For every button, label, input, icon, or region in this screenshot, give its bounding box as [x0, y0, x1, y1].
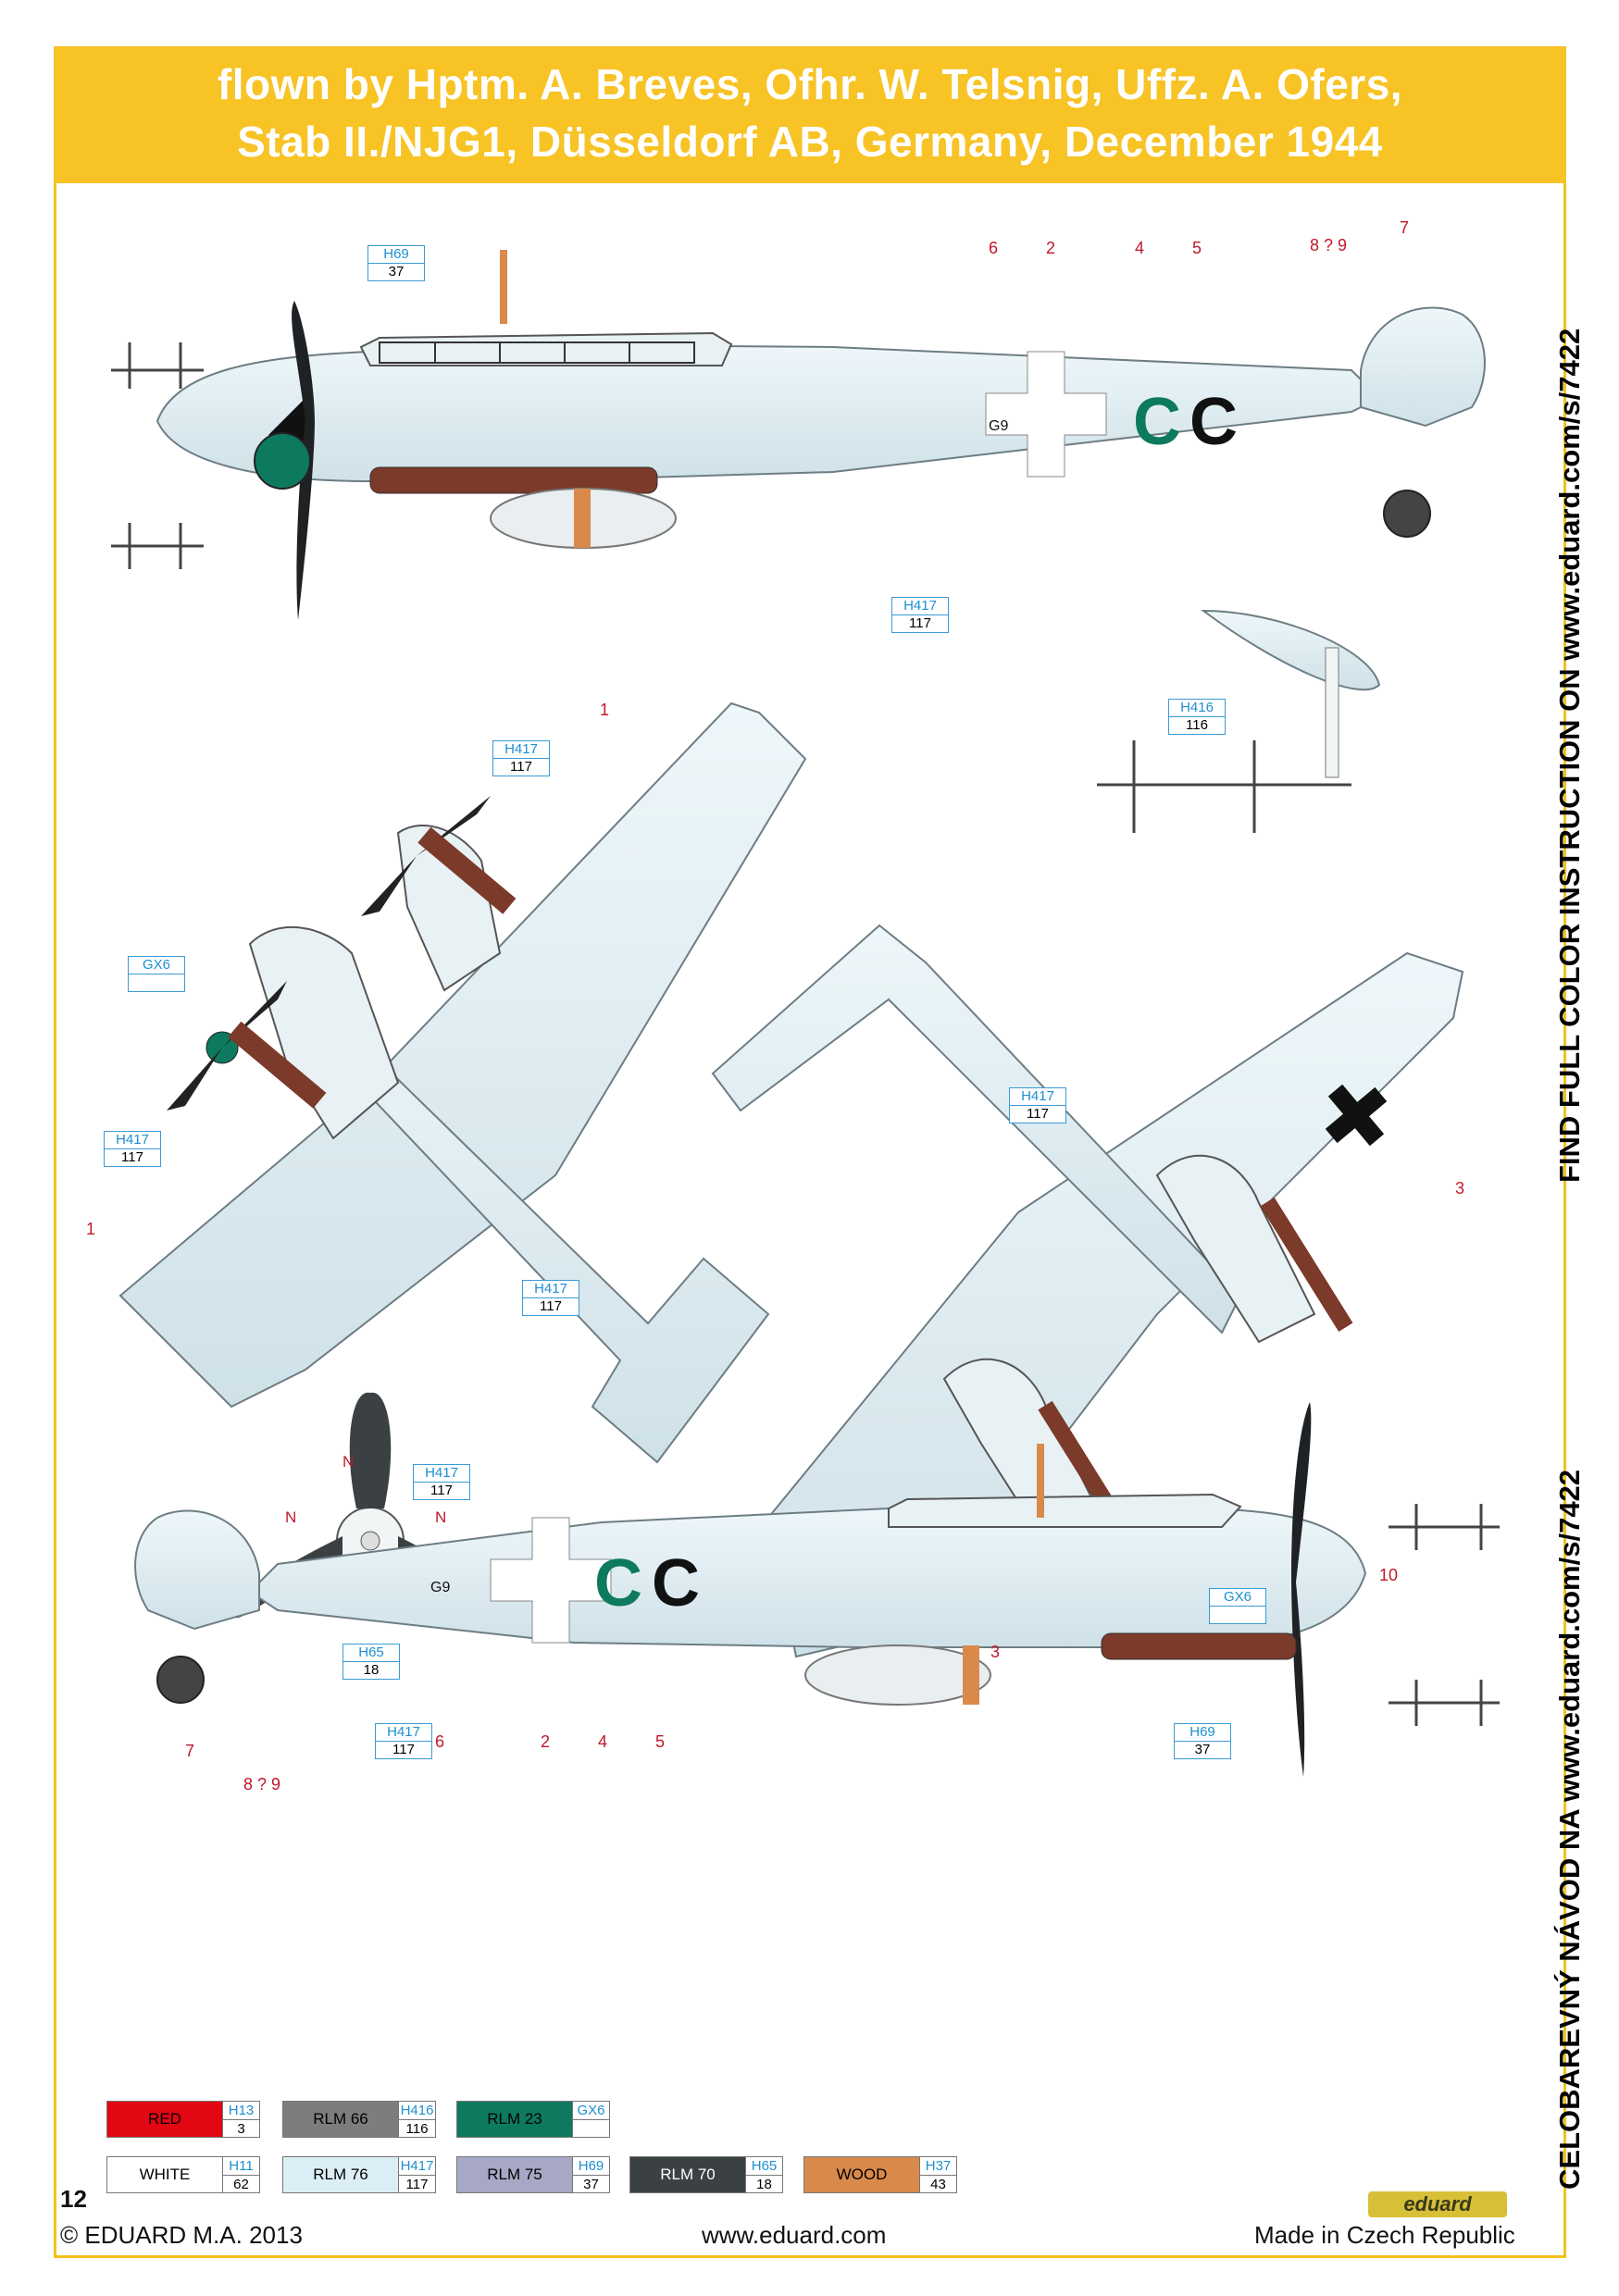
mark-6-top: 6: [989, 239, 999, 257]
side-view-bottom: C C G9: [134, 1402, 1500, 1777]
paint-number: 3: [237, 2121, 245, 2137]
swatch-label: WHITE: [106, 2156, 223, 2193]
paint-code: H11: [223, 2157, 259, 2176]
mark-4-bottom: 4: [598, 1732, 608, 1751]
made-in: Made in Czech Republic: [1254, 2221, 1515, 2249]
paint-code: GX6: [573, 2102, 609, 2120]
swatch-label: RLM 23: [456, 2101, 573, 2138]
antenna-detail: [1097, 609, 1381, 833]
paint-number: 62: [233, 2177, 249, 2192]
callout-gx6-left: GX6: [128, 956, 185, 992]
svg-text:G9: G9: [989, 418, 1008, 434]
paint-code: H69: [573, 2157, 609, 2176]
side-view-top: C C G9: [111, 250, 1486, 620]
paint-number: 116: [405, 2121, 429, 2137]
mark-2-bottom: 2: [541, 1732, 551, 1751]
prop-mark-n-right: N: [435, 1508, 447, 1526]
plan-view-top: [118, 701, 807, 1464]
mark-7-top: 7: [1400, 218, 1410, 237]
mark-4-top: 4: [1135, 239, 1145, 257]
mark-2-top: 2: [1046, 239, 1056, 257]
paint-number: 37: [583, 2177, 599, 2192]
prop-mark-n-left: N: [285, 1508, 297, 1526]
title-banner: flown by Hptm. A. Breves, Ofhr. W. Telsn…: [54, 46, 1566, 183]
mark-5-bottom: 5: [655, 1732, 666, 1751]
copyright: © EDUARD M.A. 2013: [60, 2221, 303, 2249]
paint-code: H65: [746, 2157, 782, 2176]
mark-6-bottom: 6: [435, 1732, 445, 1751]
mark-10: 10: [1379, 1566, 1399, 1584]
mark-8-9-top: 8 ? 9: [1310, 236, 1348, 254]
paint-number: 43: [930, 2177, 946, 2192]
paint-code: H416: [399, 2103, 435, 2120]
mark-5-top: 5: [1192, 239, 1202, 257]
swatch-label: RLM 66: [282, 2101, 399, 2138]
swatch-label: WOOD: [803, 2156, 920, 2193]
svg-text:C: C: [1133, 385, 1181, 459]
paint-number: 117: [405, 2177, 429, 2192]
page-number: 12: [60, 2185, 87, 2213]
swatch-label: RLM 76: [282, 2156, 399, 2193]
mark-3-right: 3: [1455, 1179, 1465, 1198]
title-line-1: flown by Hptm. A. Breves, Ofhr. W. Telsn…: [217, 60, 1403, 108]
prop-mark-n-top: N: [342, 1453, 355, 1471]
title-line-2: Stab II./NJG1, Düsseldorf AB, Germany, D…: [237, 118, 1383, 166]
mark-7-bottom: 7: [185, 1742, 195, 1760]
svg-text:C: C: [652, 1546, 700, 1620]
mark-1-wing-left: 1: [86, 1220, 96, 1238]
swatch-label: RLM 70: [629, 2156, 746, 2193]
brand-logo: eduard: [1368, 2191, 1507, 2217]
swatch-label: RED: [106, 2101, 223, 2138]
svg-text:C: C: [594, 1546, 642, 1620]
plan-view-bottom: [711, 924, 1464, 1658]
svg-text:C: C: [1189, 385, 1238, 459]
paint-code: H37: [920, 2157, 956, 2176]
side-divider: [1563, 1194, 1566, 1259]
swatch-label: RLM 75: [456, 2156, 573, 2193]
paint-code: H417: [399, 2158, 435, 2176]
footer-url: www.eduard.com: [702, 2221, 887, 2249]
callout-gx6-right: GX6: [1209, 1588, 1266, 1624]
mark-8-9-bottom: 8 ? 9: [243, 1775, 281, 1793]
paint-code: H13: [223, 2102, 259, 2120]
paint-number: [573, 2120, 609, 2138]
paint-number: 18: [756, 2177, 772, 2192]
svg-text:G9: G9: [430, 1580, 450, 1595]
swatch-code: GX6: [573, 2101, 610, 2138]
mark-1-wing-top: 1: [600, 701, 610, 719]
mark-3-bottom: 3: [990, 1643, 1001, 1661]
